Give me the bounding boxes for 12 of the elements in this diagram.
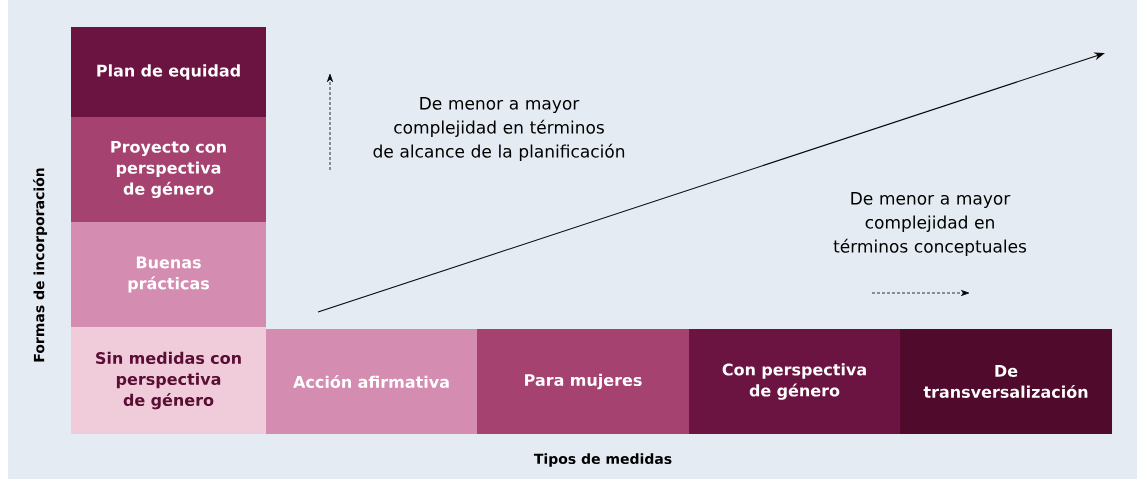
category-box: Proyecto con perspectiva de género (71, 117, 266, 222)
description-text: De menor a mayor complejidad en términos de alcance de la planificación (373, 97, 625, 161)
category-box: Acción afirmativa (266, 329, 477, 434)
axis-title: Formas de incorporación (32, 168, 48, 362)
category-box: Sin medidas con perspectiva de género (71, 327, 266, 434)
category-box: Buenas prácticas (71, 222, 266, 327)
axis-title: Tipos de medidas (533, 453, 672, 467)
category-box: De transversalización (900, 329, 1112, 434)
description-text: De menor a mayor complejidad en términos conceptuales (833, 192, 1027, 256)
category-box: Para mujeres (477, 329, 689, 434)
category-box: Plan de equidad (71, 27, 266, 117)
category-box: Con perspectiva de género (689, 329, 900, 434)
